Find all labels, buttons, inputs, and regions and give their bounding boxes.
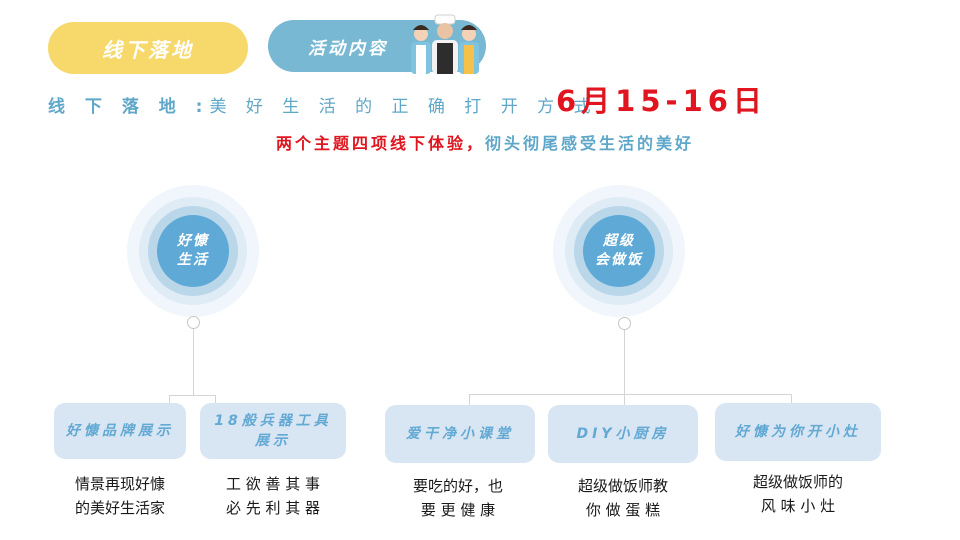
connector-line bbox=[791, 394, 792, 405]
desc-line1: 超级做饭师的 bbox=[752, 473, 843, 491]
tagline-blue: 彻头彻尾感受生活的美好 bbox=[485, 134, 695, 153]
card-diy-kitchen: DIY小厨房 bbox=[548, 405, 698, 463]
connector-line bbox=[624, 330, 625, 394]
theme-circle-haokang: 好慷生活 bbox=[127, 185, 259, 317]
theme-circle-cooking: 超级会做饭 bbox=[553, 185, 685, 317]
desc-line2: 必 先 利 其 器 bbox=[225, 499, 321, 517]
event-date: 6月15-16日 bbox=[556, 84, 767, 118]
chefs-illustration bbox=[411, 14, 479, 74]
theme-title-line1: 好慷 bbox=[177, 233, 209, 249]
subtitle-label: 线 下 落 地 : bbox=[48, 97, 210, 117]
connector-line bbox=[469, 394, 470, 405]
connector-line bbox=[193, 329, 194, 395]
desc-line2: 风 味 小 灶 bbox=[760, 497, 836, 515]
connector-line bbox=[169, 395, 170, 403]
card-desc-kitchen: 超级做饭师教你 做 蛋 糕 bbox=[548, 474, 698, 522]
card-clean-class: 爱干净小课堂 bbox=[385, 405, 535, 463]
tagline: 两个主题四项线下体验，彻头彻尾感受生活的美好 bbox=[276, 130, 694, 154]
theme-title-line1: 超级 bbox=[603, 233, 635, 249]
desc-line1: 工 欲 善 其 事 bbox=[225, 475, 321, 493]
desc-line2: 要 更 健 康 bbox=[420, 501, 496, 519]
circle-core: 好慷生活 bbox=[157, 215, 229, 287]
card-brand-showcase: 好慷品牌展示 bbox=[54, 403, 186, 459]
card-desc-meal: 超级做饭师的风 味 小 灶 bbox=[723, 470, 873, 518]
tag-offline: 线下落地 bbox=[48, 22, 248, 74]
card-tools-showcase: 18般兵器工具展示 bbox=[200, 403, 346, 459]
connector-line bbox=[169, 395, 215, 396]
connector-dot bbox=[187, 316, 200, 329]
desc-line2: 你 做 蛋 糕 bbox=[585, 501, 661, 519]
desc-line1: 超级做饭师教 bbox=[577, 477, 668, 495]
card-desc-clean: 要吃的好，也要 更 健 康 bbox=[383, 474, 533, 522]
desc-line1: 情景再现好慷 bbox=[74, 475, 165, 493]
connector-line bbox=[215, 395, 216, 403]
circle-core: 超级会做饭 bbox=[583, 215, 655, 287]
desc-line1: 要吃的好，也 bbox=[412, 477, 503, 495]
connector-line bbox=[469, 394, 791, 395]
theme-title-line2: 生活 bbox=[177, 252, 209, 268]
subtitle: 线 下 落 地 :美 好 生 活 的 正 确 打 开 方 式 bbox=[48, 92, 598, 117]
card-desc-brand: 情景再现好慷的美好生活家 bbox=[45, 472, 195, 520]
card-desc-tools: 工 欲 善 其 事必 先 利 其 器 bbox=[198, 472, 348, 520]
desc-line2: 的美好生活家 bbox=[74, 499, 165, 517]
connector-line bbox=[624, 394, 625, 405]
card-special-meal: 好慷为你开小灶 bbox=[715, 403, 881, 461]
subtitle-text: 美 好 生 活 的 正 确 打 开 方 式 bbox=[209, 97, 598, 117]
connector-dot bbox=[618, 317, 631, 330]
theme-title-line2: 会做饭 bbox=[595, 252, 643, 268]
tagline-red: 两个主题四项线下体验， bbox=[276, 134, 486, 153]
